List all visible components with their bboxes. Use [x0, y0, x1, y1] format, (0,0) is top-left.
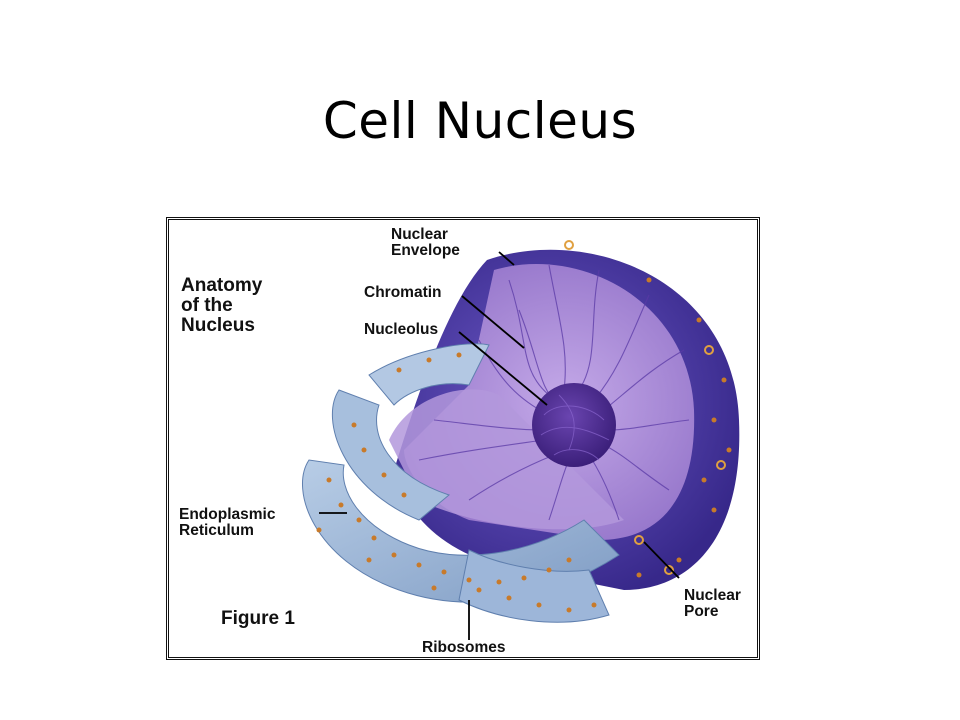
ribosome-dots: [316, 277, 732, 613]
figure-heading: Anatomy of the Nucleus: [181, 275, 263, 336]
label-nucleolus: Nucleolus: [364, 321, 439, 338]
slide-title: Cell Nucleus: [322, 92, 638, 150]
nucleus-illustration: [302, 240, 740, 640]
nucleolus-texture: [540, 394, 610, 461]
er-sheet-outer: [302, 459, 620, 603]
label-nuclear-envelope: Nuclear Envelope: [391, 226, 460, 259]
label-ribosomes: Ribosomes: [422, 639, 506, 656]
label-chromatin: Chromatin: [364, 284, 442, 301]
leader-lines: [319, 251, 680, 640]
nucleus-figure: Anatomy of the Nucleus Nuclear Envelope …: [166, 217, 760, 660]
label-endoplasmic-reticulum: Endoplasmic Reticulum: [179, 506, 276, 539]
er-sheet-top: [368, 343, 490, 406]
er-sheet-mid: [331, 389, 451, 521]
figure-caption: Figure 1: [221, 608, 295, 629]
nuclear-pores: [564, 240, 726, 575]
label-nuclear-pore: Nuclear Pore: [684, 587, 741, 620]
er-sheet-lower: [458, 549, 610, 623]
